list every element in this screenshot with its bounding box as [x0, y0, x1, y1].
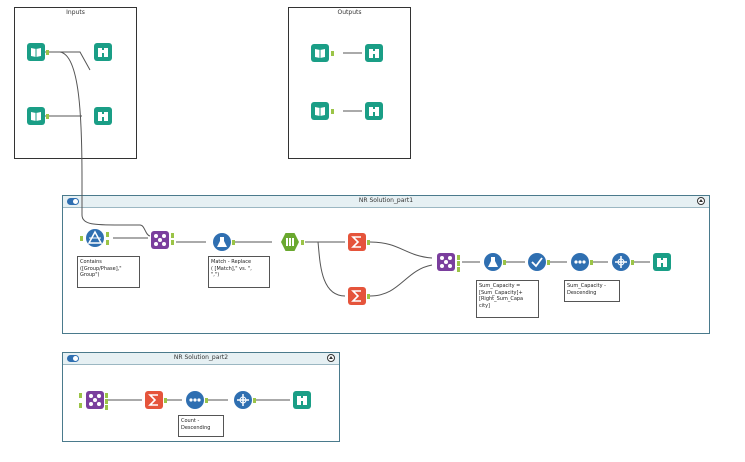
input-data-tool[interactable] [311, 102, 329, 120]
input-anchor[interactable] [79, 393, 82, 398]
join-icon [440, 256, 452, 268]
output-anchor[interactable] [547, 260, 550, 265]
sort-tool[interactable] [571, 253, 589, 271]
book-icon [31, 48, 41, 57]
join-tool[interactable] [151, 231, 169, 249]
formula-tool[interactable] [484, 253, 502, 271]
collapse-icon[interactable] [327, 354, 335, 362]
input-data-tool[interactable] [311, 44, 329, 62]
crosshair-arrows-icon [237, 394, 249, 406]
output-anchor[interactable] [503, 260, 506, 265]
collapse-icon[interactable] [697, 197, 705, 205]
output-anchor[interactable] [253, 398, 256, 403]
outputs-box[interactable]: Outputs [288, 7, 411, 159]
sort-tool[interactable] [186, 391, 204, 409]
input-anchor[interactable] [80, 236, 83, 241]
binoculars-icon [369, 49, 379, 58]
output-anchor[interactable] [46, 114, 49, 119]
text-to-columns-tool[interactable] [281, 233, 299, 251]
sort-annotation: Sum_Capacity - Descending [564, 280, 620, 302]
output-anchor[interactable] [457, 261, 460, 266]
output-anchor[interactable] [367, 294, 370, 299]
output-anchor[interactable] [105, 405, 108, 410]
flask-icon [488, 257, 498, 267]
summarize-tool[interactable] [348, 287, 366, 305]
sample-tool[interactable] [234, 391, 252, 409]
output-anchor[interactable] [106, 232, 109, 237]
join-icon [154, 234, 166, 246]
formula-tool[interactable] [213, 233, 231, 251]
browse-tool[interactable] [293, 391, 311, 409]
binoculars-icon [98, 48, 108, 57]
container-header[interactable]: NR Solution_part1 [63, 196, 709, 208]
output-anchor[interactable] [331, 51, 334, 56]
summarize-tool[interactable] [348, 233, 366, 251]
container-title: NR Solution_part2 [173, 354, 229, 361]
output-anchor[interactable] [171, 240, 174, 245]
output-anchor[interactable] [106, 240, 109, 245]
output-anchor[interactable] [301, 240, 304, 245]
browse-tool[interactable] [653, 253, 671, 271]
binoculars-icon [297, 396, 307, 405]
browse-tool[interactable] [94, 107, 112, 125]
output-anchor[interactable] [171, 233, 174, 238]
sort-dots-icon [574, 260, 586, 264]
join-icon [89, 394, 101, 406]
output-anchor[interactable] [457, 255, 460, 260]
columns-icon [286, 238, 294, 246]
join-tool[interactable] [437, 253, 455, 271]
sum-capacity-annotation: Sum_Capacity = [Sum_Capacity]+ [Right_Su… [476, 280, 539, 318]
browse-tool[interactable] [94, 43, 112, 61]
sort-dots-icon [189, 398, 201, 402]
container-toggle[interactable] [67, 198, 79, 205]
crosshair-arrows-icon [615, 256, 627, 268]
checkmark-icon [531, 257, 543, 268]
binoculars-icon [369, 107, 379, 116]
summarize-tool[interactable] [145, 391, 163, 409]
sigma-icon [148, 394, 158, 406]
container-toggle[interactable] [67, 355, 79, 362]
sort-annotation: Count - Descending [178, 415, 224, 437]
sigma-icon [351, 290, 361, 302]
filter-tool[interactable] [86, 229, 104, 247]
sample-tool[interactable] [612, 253, 630, 271]
browse-tool[interactable] [365, 44, 383, 62]
sigma-icon [351, 236, 361, 248]
book-icon [31, 112, 41, 121]
outputs-box-title: Outputs [337, 9, 362, 16]
book-icon [315, 49, 325, 58]
input-data-tool[interactable] [27, 107, 45, 125]
book-icon [315, 107, 325, 116]
inputs-box-title: Inputs [66, 9, 85, 16]
flask-icon [217, 237, 227, 247]
browse-tool[interactable] [365, 102, 383, 120]
filter-annotation: Contains ([Group/Phase]," Group") [77, 256, 140, 288]
container-nr-solution-part1[interactable]: NR Solution_part1 [62, 195, 710, 334]
output-anchor[interactable] [46, 50, 49, 55]
output-anchor[interactable] [367, 240, 370, 245]
join-tool[interactable] [86, 391, 104, 409]
output-anchor[interactable] [631, 260, 634, 265]
filter-icon [87, 230, 103, 244]
formula-annotation: Match - Replace ( [Match]," vs. ", ",") [208, 256, 270, 288]
output-anchor[interactable] [331, 109, 334, 114]
output-anchor[interactable] [205, 398, 208, 403]
select-tool[interactable] [528, 253, 546, 271]
output-anchor[interactable] [232, 240, 235, 245]
binoculars-icon [657, 258, 667, 267]
output-anchor[interactable] [105, 393, 108, 398]
output-anchor[interactable] [457, 267, 460, 272]
inputs-box[interactable]: Inputs [14, 7, 137, 159]
input-data-tool[interactable] [27, 43, 45, 61]
output-anchor[interactable] [164, 398, 167, 403]
input-anchor[interactable] [79, 403, 82, 408]
output-anchor[interactable] [105, 399, 108, 404]
container-header[interactable]: NR Solution_part2 [63, 353, 339, 365]
container-title: NR Solution_part1 [358, 197, 414, 204]
binoculars-icon [98, 112, 108, 121]
output-anchor[interactable] [590, 260, 593, 265]
